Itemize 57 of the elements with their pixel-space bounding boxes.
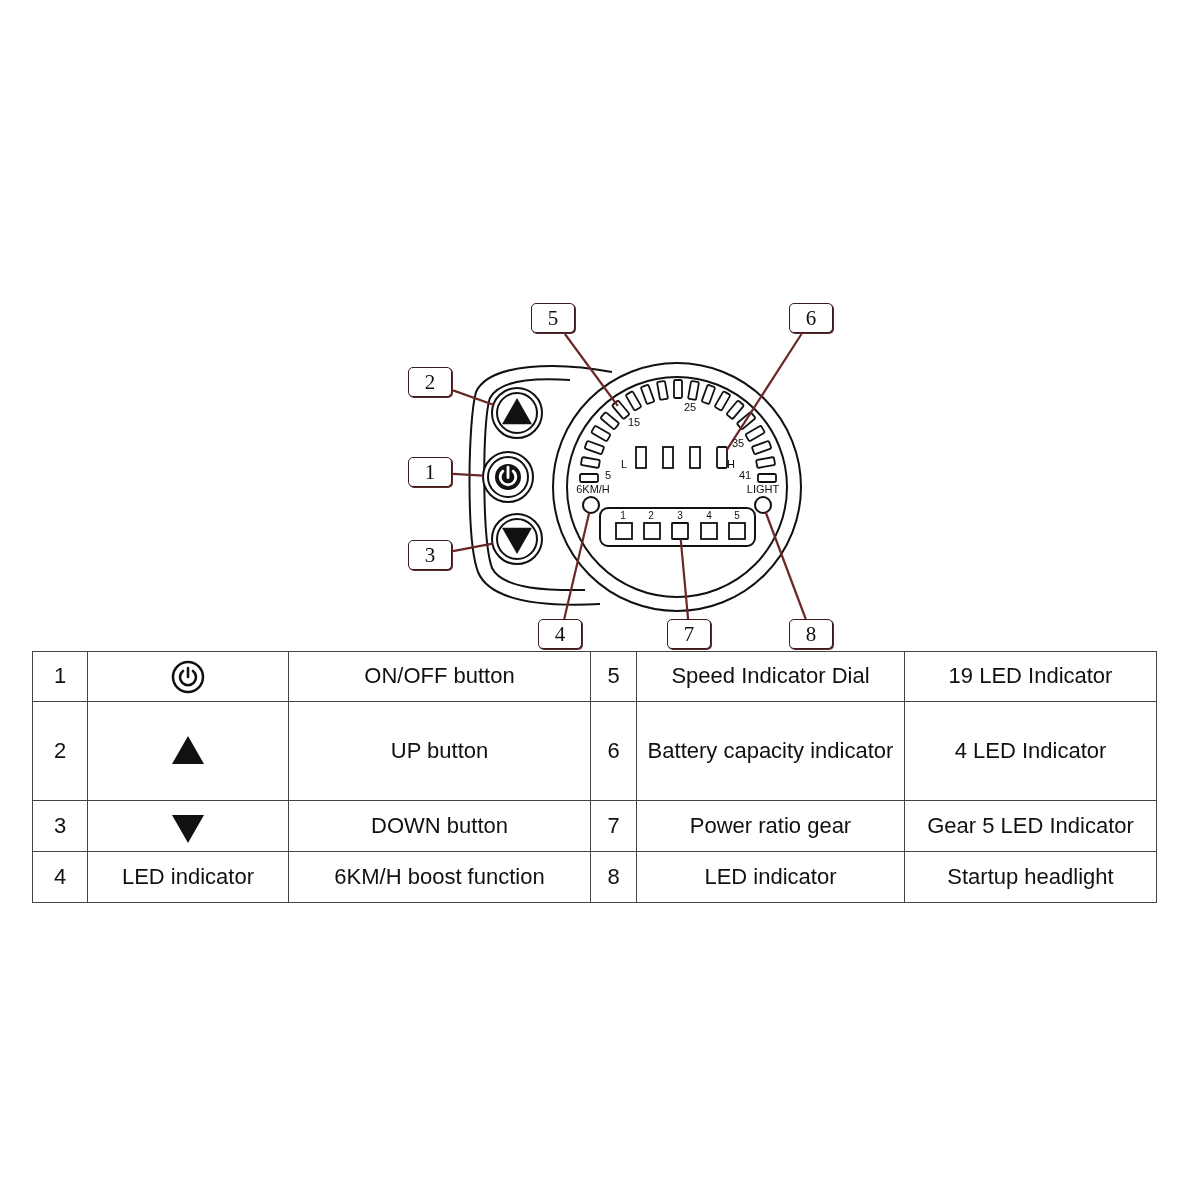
callout-number: 3 bbox=[408, 540, 452, 570]
item-number: 5 bbox=[590, 651, 637, 702]
part-name: Battery capacity indicator bbox=[636, 701, 905, 801]
item-number: 2 bbox=[32, 701, 88, 801]
speed-scale-number: 25 bbox=[683, 401, 697, 413]
part-name: LED indicator bbox=[87, 851, 289, 903]
callout-number: 4 bbox=[538, 619, 582, 649]
item-number: 6 bbox=[590, 701, 637, 801]
leader-line bbox=[679, 538, 690, 620]
item-number: 3 bbox=[32, 800, 88, 852]
gear-number: 5 bbox=[734, 511, 740, 521]
gear-number: 2 bbox=[648, 511, 654, 521]
description-text: 4 LED Indicator bbox=[904, 701, 1157, 801]
speed-scale-number: 35 bbox=[731, 437, 745, 449]
callout-number: 6 bbox=[789, 303, 833, 333]
leader-line bbox=[726, 333, 803, 451]
power-button bbox=[482, 451, 534, 503]
callout-number: 2 bbox=[408, 367, 452, 397]
item-number: 1 bbox=[32, 651, 88, 702]
battery-high-mark: H bbox=[727, 458, 735, 470]
item-number: 8 bbox=[590, 851, 637, 903]
function-text: 6KM/H boost function bbox=[288, 851, 591, 903]
function-text: ON/OFF button bbox=[288, 651, 591, 702]
function-text: DOWN button bbox=[288, 800, 591, 852]
description-text: 19 LED Indicator bbox=[904, 651, 1157, 702]
callout-number: 5 bbox=[531, 303, 575, 333]
item-number: 4 bbox=[32, 851, 88, 903]
battery-led-bar bbox=[716, 446, 728, 469]
callout-number: 1 bbox=[408, 457, 452, 487]
light-label: LIGHT bbox=[746, 483, 780, 495]
part-name: Power ratio gear bbox=[636, 800, 905, 852]
leader-line bbox=[452, 389, 494, 406]
gear-number: 1 bbox=[620, 511, 626, 521]
item-number: 7 bbox=[590, 800, 637, 852]
leader-line bbox=[564, 333, 619, 407]
part-name: LED indicator bbox=[636, 851, 905, 903]
battery-low-mark: L bbox=[620, 458, 628, 470]
part-name: Speed Indicator Dial bbox=[636, 651, 905, 702]
gear-number: 4 bbox=[706, 511, 712, 521]
description-text: Startup headlight bbox=[904, 851, 1157, 903]
gear-led bbox=[671, 522, 689, 540]
speed-scale-number: 41 bbox=[738, 469, 752, 481]
down-button bbox=[491, 513, 543, 565]
callout-number: 8 bbox=[789, 619, 833, 649]
speed-led-segment bbox=[611, 399, 631, 421]
up-button bbox=[491, 387, 543, 439]
leader-line bbox=[563, 512, 591, 620]
function-text: UP button bbox=[288, 701, 591, 801]
boost-indicator-led bbox=[582, 496, 600, 514]
headlight-indicator-led bbox=[754, 496, 772, 514]
callout-number: 7 bbox=[667, 619, 711, 649]
leader-line bbox=[452, 542, 493, 553]
speed-scale-number: 15 bbox=[627, 416, 641, 428]
description-text: Gear 5 LED Indicator bbox=[904, 800, 1157, 852]
leader-line bbox=[764, 512, 807, 620]
leader-line bbox=[452, 472, 484, 477]
speed-scale-number: 5 bbox=[604, 469, 612, 481]
